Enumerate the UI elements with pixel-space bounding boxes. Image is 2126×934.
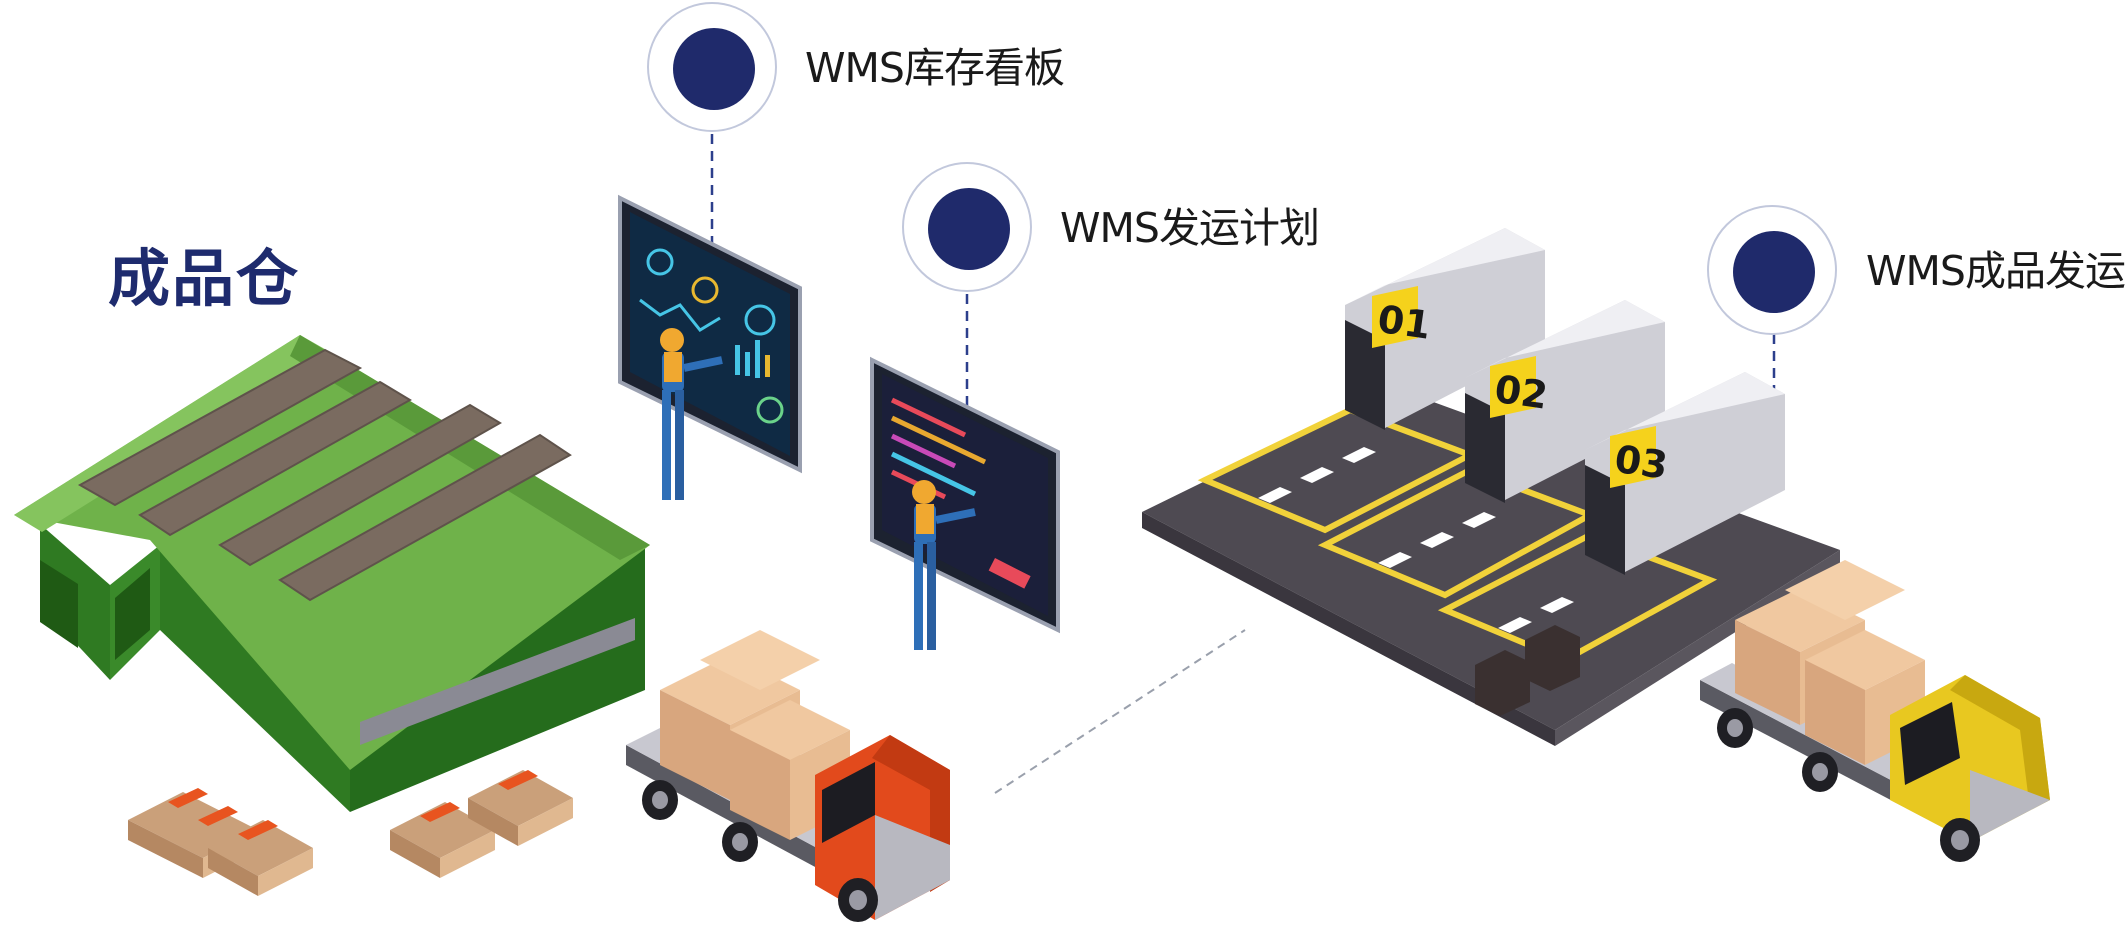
dock-number-03: 03 (1612, 437, 1670, 488)
warehouse-icon (14, 335, 650, 812)
connector-route (994, 629, 1246, 794)
dock-number-02: 02 (1492, 367, 1550, 418)
node-dot (928, 188, 1010, 270)
dock-bay: 01 (1345, 228, 1545, 430)
truck-icon (1700, 560, 2050, 862)
pallet-icon (128, 770, 573, 896)
node-dispatch-label: WMS成品发运 (1866, 247, 2126, 295)
node-dispatch-circle (1707, 205, 1837, 335)
node-shipping-plan-circle (902, 162, 1032, 292)
node-dot (673, 28, 755, 110)
worker-icon (660, 328, 723, 500)
node-shipping-plan-label: WMS发运计划 (1060, 204, 1320, 252)
dock-bay: 03 (1585, 372, 1785, 575)
worker-icon (912, 480, 976, 650)
dock-bay: 02 (1465, 300, 1665, 503)
cargo-box-icon (660, 630, 850, 840)
node-inventory-label: WMS库存看板 (805, 44, 1065, 92)
dashboard-screen-icon (870, 356, 1060, 634)
dashboard-screen-icon (618, 194, 802, 474)
node-dot (1733, 231, 1815, 313)
warehouse-title: 成品仓 (108, 242, 301, 315)
dock-number-01: 01 (1375, 297, 1433, 348)
node-inventory-circle (647, 2, 777, 132)
loading-dock-icon: 01 02 03 (1142, 228, 1840, 746)
truck-icon (626, 630, 950, 922)
